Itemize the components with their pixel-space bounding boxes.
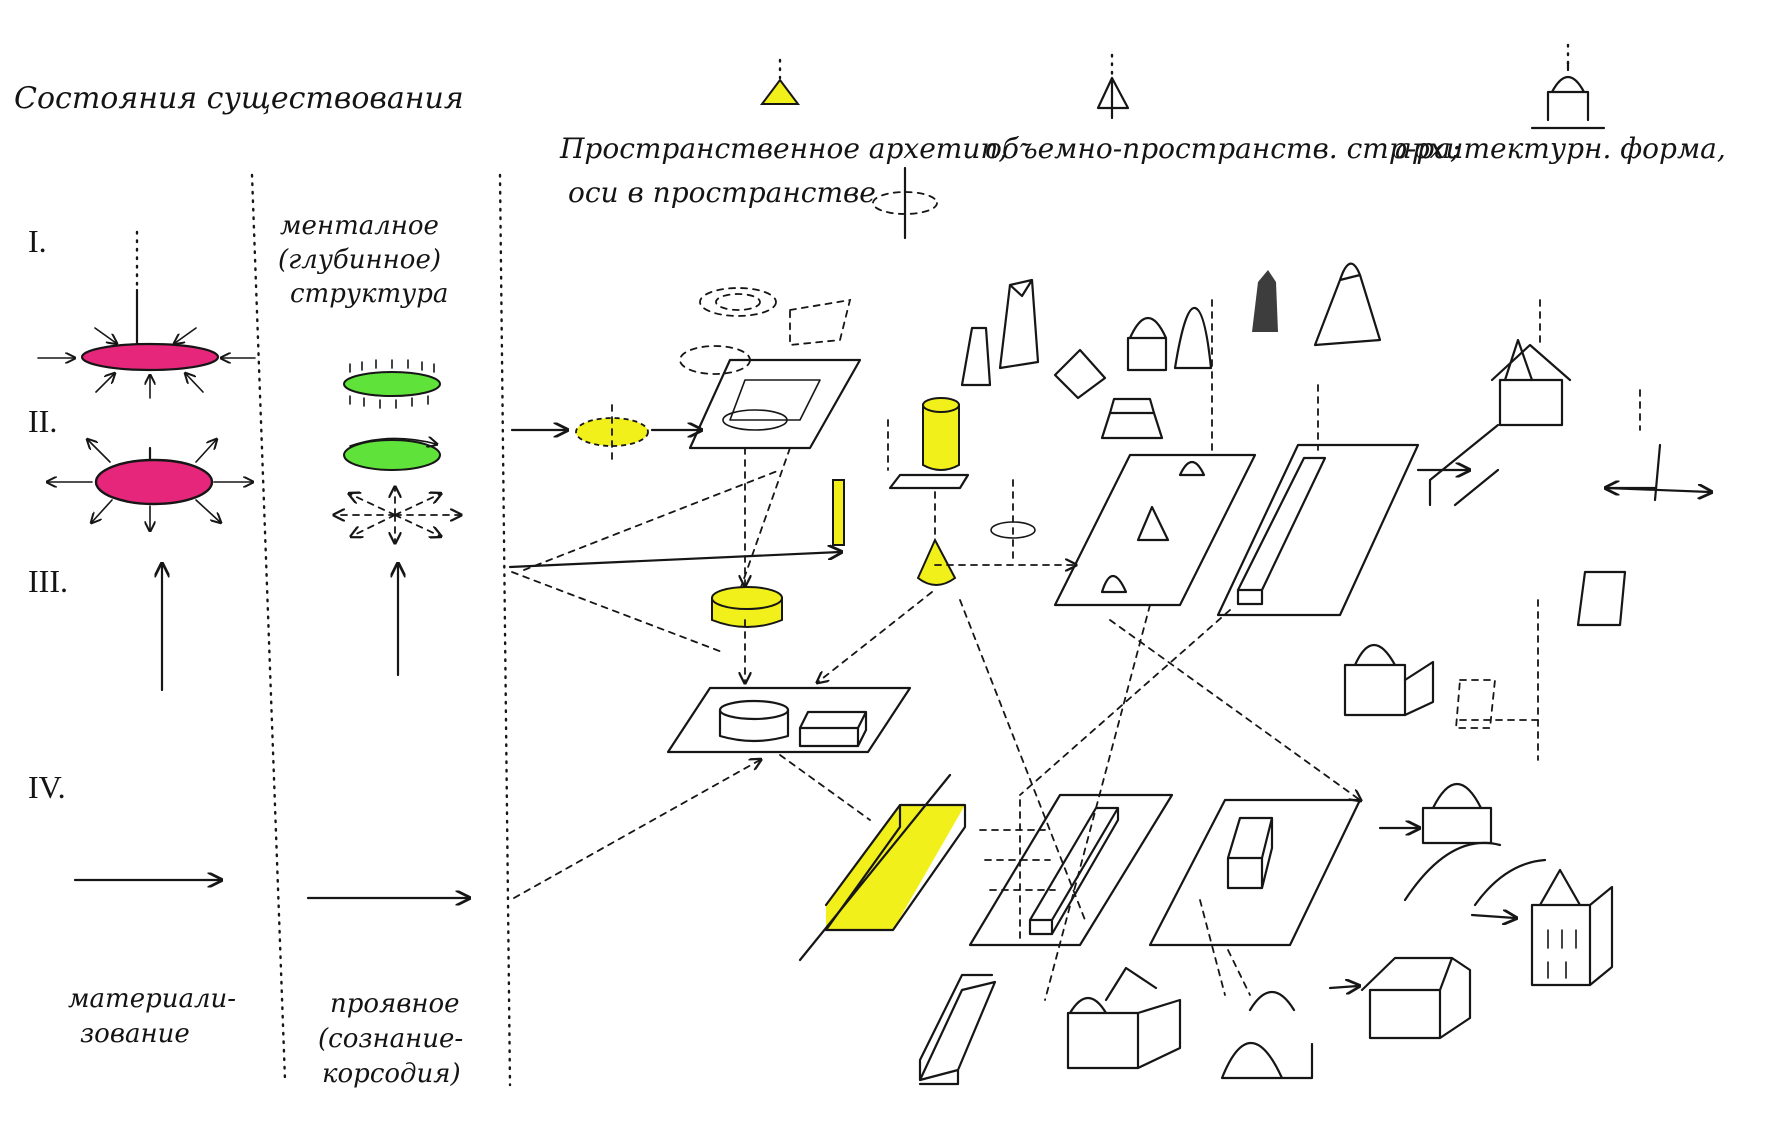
header-icon-cone bbox=[760, 58, 800, 105]
yellow-cone bbox=[916, 491, 957, 586]
col2-title-line3: структура bbox=[290, 279, 448, 309]
right-small-planes bbox=[1455, 570, 1627, 761]
plane-solids bbox=[666, 686, 912, 754]
bottom-building-3 bbox=[1199, 899, 1314, 1080]
dashed-to-cylinder bbox=[511, 571, 723, 653]
dashed-to-plane-solids bbox=[513, 760, 760, 899]
dashed-to-beam bbox=[779, 754, 871, 821]
small-ellipse-axis bbox=[990, 479, 1036, 561]
yellow-ellipse-node bbox=[575, 404, 649, 461]
bottom-building-2 bbox=[1066, 966, 1182, 1070]
footer-col1-line1: материали- bbox=[68, 984, 236, 1014]
bottom-building-1 bbox=[918, 973, 997, 1086]
header-icon-tower bbox=[1530, 43, 1606, 130]
plane-long-box-1 bbox=[968, 793, 1174, 947]
yellow-bar bbox=[832, 479, 845, 546]
cross-axes-right bbox=[1607, 443, 1710, 502]
column-title: Состояния существования bbox=[14, 81, 464, 116]
bottom-building-4 bbox=[1360, 956, 1472, 1040]
dashed-to-plane bbox=[523, 469, 781, 571]
obelisk-2 bbox=[998, 278, 1040, 370]
arrow-to-tall-church bbox=[1470, 915, 1515, 918]
column-divider-2 bbox=[498, 173, 512, 1087]
arrow-to-bottom-building-4 bbox=[1328, 986, 1358, 988]
state-1-contraction bbox=[37, 230, 256, 399]
header-line2: оси в пространстве bbox=[568, 176, 876, 209]
roman-numeral-4: IV. bbox=[28, 769, 66, 805]
plane-domes bbox=[1053, 453, 1257, 607]
arched-church bbox=[1403, 782, 1547, 907]
footer-col2-line2: (сознание- bbox=[318, 1024, 463, 1054]
green-ellipse-2 bbox=[343, 438, 441, 471]
col2-title-line2: (глубинное) bbox=[278, 245, 441, 275]
dashed-plane-to-disc-2 bbox=[739, 447, 791, 591]
dashed-cone-to-plane-2 bbox=[818, 591, 933, 682]
roman-numeral-3: III. bbox=[28, 563, 68, 599]
dashed-grid bbox=[959, 599, 1360, 1001]
footer-col2-line1: проявное bbox=[330, 989, 460, 1019]
footer-col1-line2: зование bbox=[80, 1019, 190, 1049]
main-horizontal-arrow bbox=[508, 552, 840, 569]
cross-church bbox=[1428, 299, 1572, 507]
header-line1-a: Пространственное архетип, bbox=[559, 132, 1007, 165]
yellow-disc bbox=[711, 586, 783, 628]
domed-church-1 bbox=[1343, 644, 1435, 717]
col2-title-line1: менталное bbox=[280, 211, 439, 241]
yellow-cylinder bbox=[888, 397, 970, 490]
radial-arrows bbox=[335, 488, 460, 542]
roman-numeral-1: I. bbox=[28, 223, 47, 259]
state-2-expansion bbox=[48, 440, 252, 530]
plane-house bbox=[1148, 798, 1362, 947]
header-line1-b: объемно-пространств. стр-ра; bbox=[985, 132, 1460, 165]
green-ellipse-1 bbox=[343, 359, 441, 409]
plane-long-box-2 bbox=[1216, 443, 1420, 617]
top-right-buildings bbox=[1053, 262, 1382, 440]
header-axis-icon bbox=[872, 166, 938, 240]
column-divider-1 bbox=[250, 173, 287, 1082]
tall-church bbox=[1530, 868, 1614, 987]
header-icon-pyramid bbox=[1096, 53, 1130, 120]
plane-1 bbox=[688, 358, 862, 450]
header-line1-c: архитектурн. форма, bbox=[1395, 132, 1726, 165]
obelisk-1 bbox=[960, 326, 992, 387]
dashed-bottom-link bbox=[1227, 949, 1251, 996]
yellow-beam bbox=[798, 773, 967, 962]
footer-col2-line3: корсодия) bbox=[322, 1059, 461, 1089]
roman-numeral-2: II. bbox=[28, 403, 57, 439]
